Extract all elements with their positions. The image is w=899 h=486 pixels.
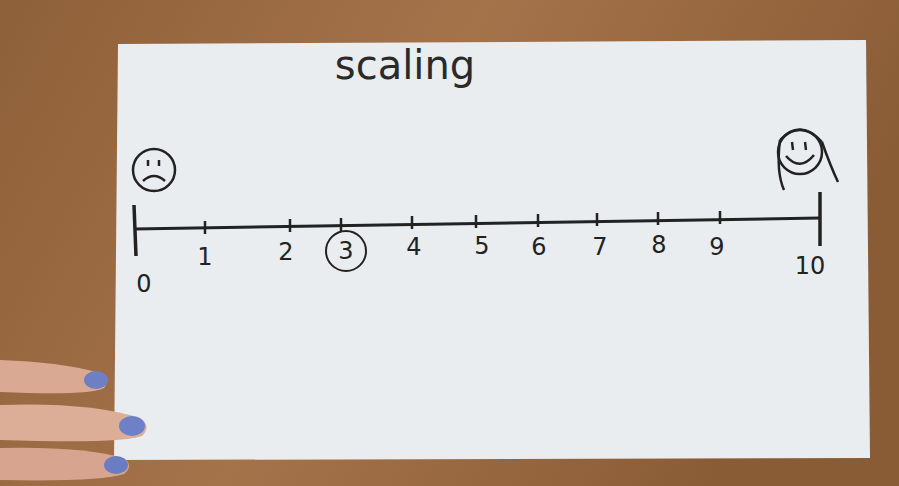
- sad-face: [133, 149, 175, 191]
- scale-number: 4: [406, 235, 421, 259]
- tick-marks: [205, 211, 720, 234]
- scale-number: 1: [197, 245, 212, 269]
- scale-number: 7: [592, 235, 607, 259]
- end-mark: [134, 205, 136, 256]
- end-mark: [818, 192, 822, 246]
- scale-number: 5: [474, 234, 489, 258]
- circled-number: 3: [325, 230, 367, 272]
- scale-number: 8: [651, 233, 666, 257]
- scale-number: 10: [795, 254, 826, 278]
- paper-sheet: [114, 40, 870, 460]
- title: scaling: [335, 45, 475, 85]
- scale-number: 0: [136, 272, 151, 296]
- fingers: [0, 360, 147, 480]
- scale-number: 9: [709, 235, 724, 259]
- scale-number: 6: [531, 235, 546, 259]
- scale-number: 2: [278, 240, 293, 264]
- scale-number: 3: [338, 239, 353, 263]
- happy-face: [778, 129, 838, 190]
